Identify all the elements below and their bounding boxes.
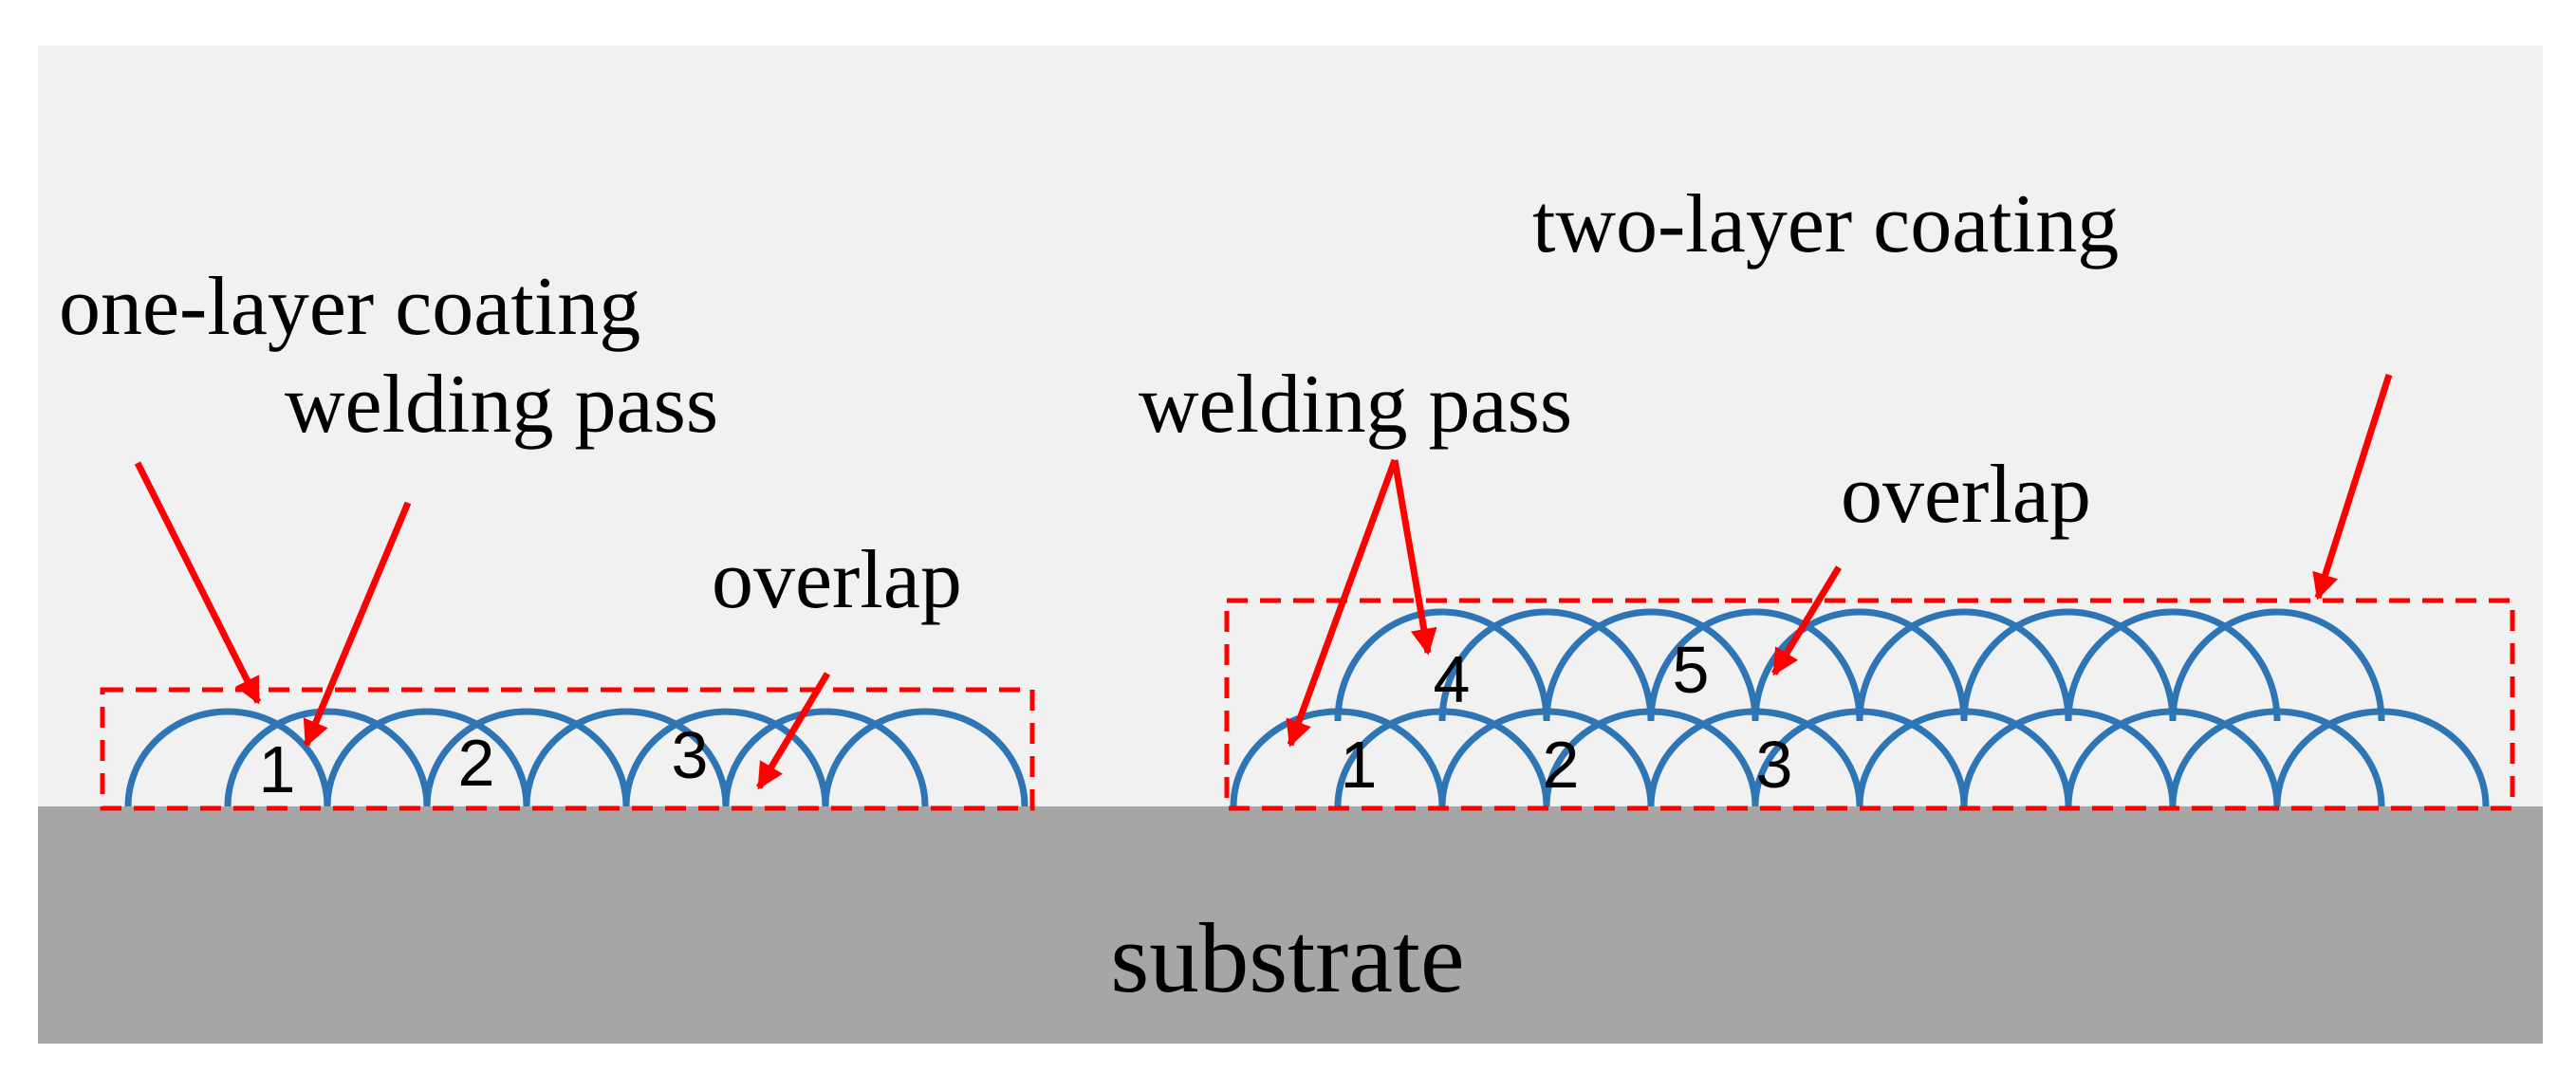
pass-number-4: 4 [1434, 642, 1471, 716]
weld-bead-overlap-2 [423, 708, 630, 807]
substrate-block [38, 806, 2543, 1044]
pass-number-2: 2 [458, 726, 495, 800]
pass-number-1: 1 [1341, 728, 1378, 802]
weld-bead-overlap-3 [1856, 608, 2072, 722]
weld-bead-overlap-1 [1438, 608, 1655, 722]
overlap-label-1: overlap [712, 534, 962, 626]
annotation-arrows [134, 373, 2393, 790]
two-layer-upper-beads [1334, 608, 2385, 722]
one-layer-coating-box [100, 687, 1035, 811]
welding-pass-label-2: welding pass [1139, 359, 1572, 451]
two-layer-coating-box [1224, 598, 2515, 811]
pass-number-1: 1 [259, 732, 296, 806]
arrow-two-layer-coating [2312, 373, 2393, 601]
overlap-label-2: overlap [1841, 449, 2091, 541]
arrow-one-layer-coating [134, 461, 262, 705]
arrow-overlap-1 [755, 672, 831, 790]
arrow-welding-pass-2a [1286, 458, 1399, 748]
weld-bead-2 [324, 708, 530, 807]
weld-bead-1 [1334, 608, 1550, 722]
weld-bead-overlap-2 [1647, 608, 1863, 722]
pass-number-3: 3 [1756, 728, 1793, 802]
one-layer-beads [124, 708, 1029, 807]
weld-bead-3 [523, 708, 730, 807]
weld-bead-overlap-1 [224, 708, 431, 807]
weld-bead-4 [1960, 608, 2177, 722]
pass-number-3: 3 [672, 718, 709, 792]
arrow-welding-pass-2b [1391, 459, 1437, 656]
welding-pass-label-1: welding pass [285, 359, 718, 451]
arrow-overlap-2 [1771, 565, 1842, 676]
weld-bead-overlap-3 [622, 708, 829, 807]
weld-bead-4 [722, 708, 929, 807]
two-layer-coating-label: two-layer coating [1532, 178, 2119, 270]
one-layer-coating-label: one-layer coating [59, 261, 640, 353]
weld-bead-5 [2169, 608, 2385, 722]
weld-bead-overlap-4 [822, 708, 1029, 807]
pass-number-5: 5 [1673, 633, 1710, 707]
weld-bead-3 [1751, 608, 1968, 722]
weld-bead-2 [1543, 608, 1759, 722]
weld-bead-1 [124, 708, 331, 807]
substrate-label: substrate [1110, 902, 1464, 1013]
pass-number-2: 2 [1543, 728, 1580, 802]
arrow-welding-pass-1 [303, 501, 412, 748]
weld-bead-overlap-4 [2065, 608, 2281, 722]
